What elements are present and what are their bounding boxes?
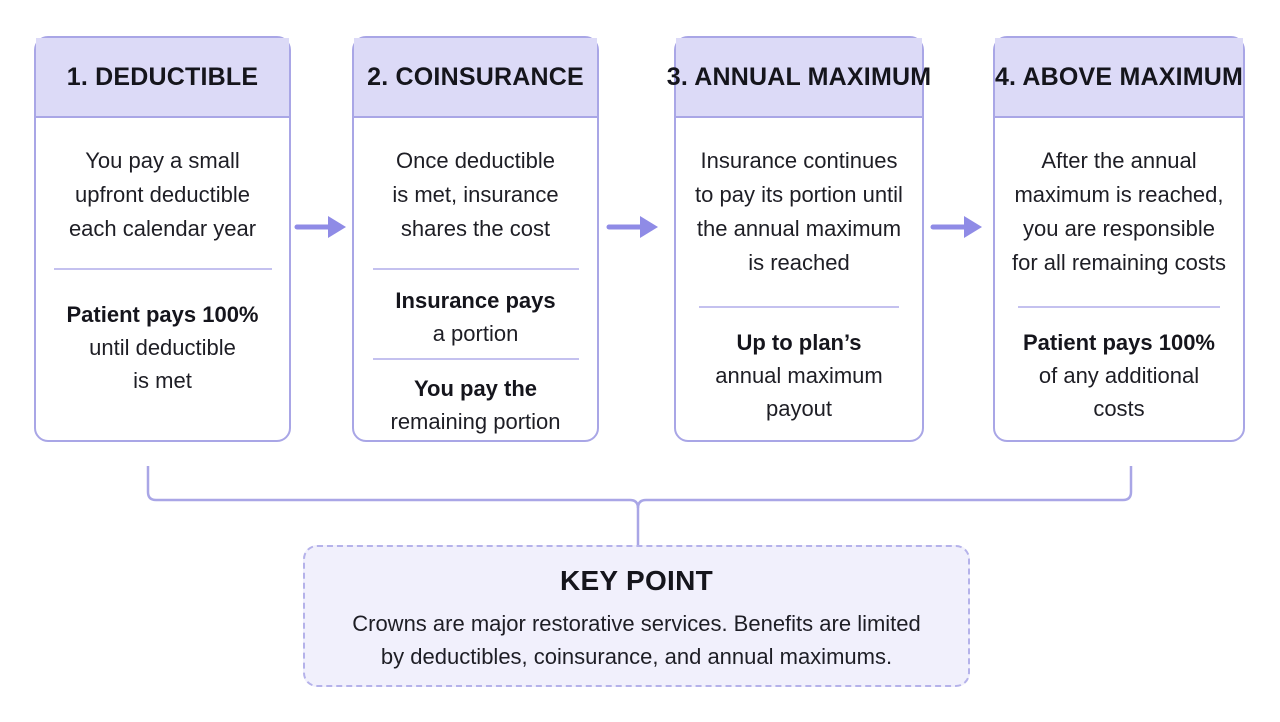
divider	[53, 268, 272, 270]
note-bold: You pay the	[413, 376, 538, 401]
note-text: annual maximum payout	[715, 363, 883, 421]
note-text: until deductible is met	[89, 335, 236, 393]
step-note: Patient pays 100% of any additional cost…	[1009, 326, 1229, 425]
arrow-right-icon	[930, 216, 982, 238]
step-title: 1. DEDUCTIBLE	[36, 38, 289, 118]
arrow-right-icon	[294, 216, 346, 238]
step-card-coinsurance: 2. COINSURANCE Once deductible is met, i…	[352, 36, 599, 442]
step-note: Patient pays 100% until deductible is me…	[50, 298, 275, 397]
note-bold: Insurance pays	[395, 288, 556, 313]
step-note: Up to plan’s annual maximum payout	[690, 326, 908, 425]
note-bold: Patient pays 100%	[1023, 330, 1215, 355]
divider	[1018, 306, 1220, 308]
note-text: remaining portion	[390, 409, 561, 434]
divider	[372, 268, 579, 270]
divider	[699, 306, 899, 308]
key-point-text: Crowns are major restorative services. B…	[352, 611, 921, 669]
step-description: You pay a small upfront deductible each …	[68, 148, 257, 241]
key-point-title: KEY POINT	[559, 565, 714, 596]
step-card-annual-maximum: 3. ANNUAL MAXIMUM Insurance continues to…	[667, 36, 931, 442]
step-description: Insurance continues to pay its portion u…	[695, 148, 903, 275]
divider	[372, 358, 579, 360]
arrow-right-icon	[606, 216, 658, 238]
step-note: You pay the remaining portion	[368, 372, 583, 438]
step-title: 3. ANNUAL MAXIMUM	[667, 38, 931, 118]
step-title: 4. ABOVE MAXIMUM	[995, 38, 1243, 118]
key-point-box: KEY POINT Crowns are major restorative s…	[303, 545, 970, 687]
step-description: After the annual maximum is reached, you…	[1012, 148, 1226, 275]
note-bold: Patient pays 100%	[66, 302, 259, 327]
step-card-deductible: 1. DEDUCTIBLE You pay a small upfront de…	[34, 36, 291, 442]
step-description: Once deductible is met, insurance shares…	[392, 148, 559, 241]
step-title: 2. COINSURANCE	[354, 38, 597, 118]
note-bold: Up to plan’s	[736, 330, 862, 355]
note-text: of any additional costs	[1038, 363, 1200, 421]
step-note: Insurance pays a portion	[368, 284, 583, 350]
note-text: a portion	[432, 321, 519, 346]
step-card-above-maximum: 4. ABOVE MAXIMUM After the annual maximu…	[993, 36, 1245, 442]
